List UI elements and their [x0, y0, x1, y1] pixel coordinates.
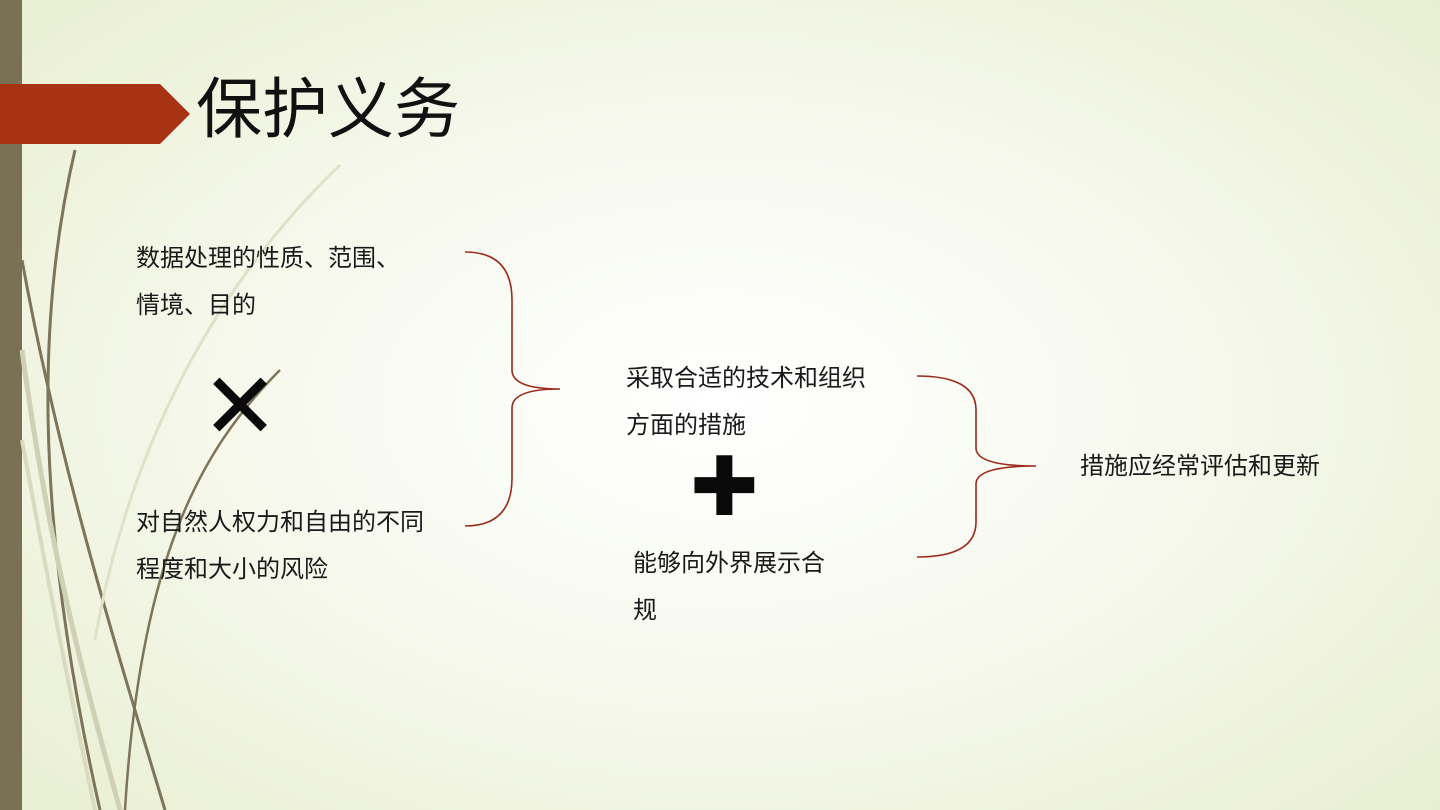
text-line: 程度和大小的风险	[136, 555, 328, 583]
text-line: 数据处理的性质、范围、	[136, 244, 400, 272]
plus-icon: ✚	[690, 440, 759, 535]
curve-3	[123, 369, 281, 810]
risk-factors-text: 数据处理的性质、范围、 情境、目的	[136, 235, 400, 329]
text-line: 情境、目的	[136, 291, 256, 319]
curve-1	[46, 149, 102, 810]
sidebar-strip	[0, 0, 22, 810]
curve-4	[19, 349, 123, 810]
text-line: 对自然人权力和自由的不同	[136, 508, 424, 536]
evaluation-text: 措施应经常评估和更新	[1080, 443, 1320, 490]
text-line: 采取合适的技术和组织	[626, 364, 866, 392]
title-arrow-shape	[0, 84, 190, 144]
slide-title: 保护义务	[196, 71, 460, 148]
multiply-icon: ✕	[201, 353, 279, 460]
curve-5	[93, 163, 342, 641]
curve-2	[20, 259, 167, 810]
text-line: 能够向外界展示合	[633, 549, 825, 577]
text-line: 方面的措施	[626, 411, 746, 439]
text-line: 措施应经常评估和更新	[1080, 452, 1320, 480]
risk-level-text: 对自然人权力和自由的不同 程度和大小的风险	[136, 499, 424, 593]
curve-6	[20, 439, 97, 810]
text-line: 规	[633, 596, 657, 624]
measures-text: 采取合适的技术和组织 方面的措施	[626, 355, 866, 449]
compliance-text: 能够向外界展示合 规	[633, 540, 825, 634]
